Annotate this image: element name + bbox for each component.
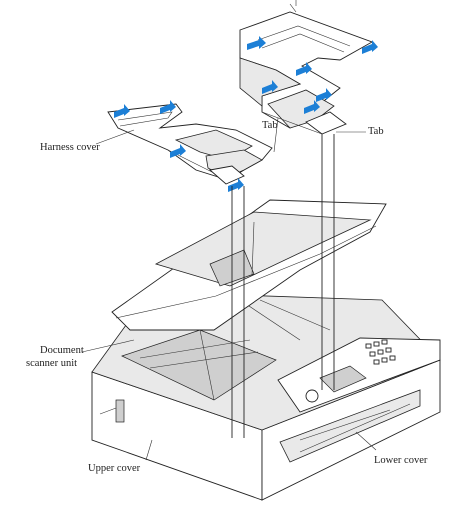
document-scanner-unit-label-line1: Document [40, 345, 84, 356]
leader-lines [81, 0, 377, 461]
document-scanner-unit-label-line2: scanner unit [26, 358, 77, 369]
harness-cover-part [107, 103, 273, 185]
lower-cover-label: Lower cover [374, 455, 428, 466]
arrow-icon [247, 36, 378, 114]
guide-lines [231, 134, 335, 438]
document-scanner-unit [111, 199, 387, 331]
keypad [365, 339, 396, 365]
upper-cover-label: Upper cover [88, 463, 141, 474]
tab-label-right: Tab [368, 126, 384, 137]
tab-label-left: Tab [262, 120, 278, 131]
machine-body [91, 291, 441, 501]
harness-cover-label: Harness cover [40, 142, 100, 153]
